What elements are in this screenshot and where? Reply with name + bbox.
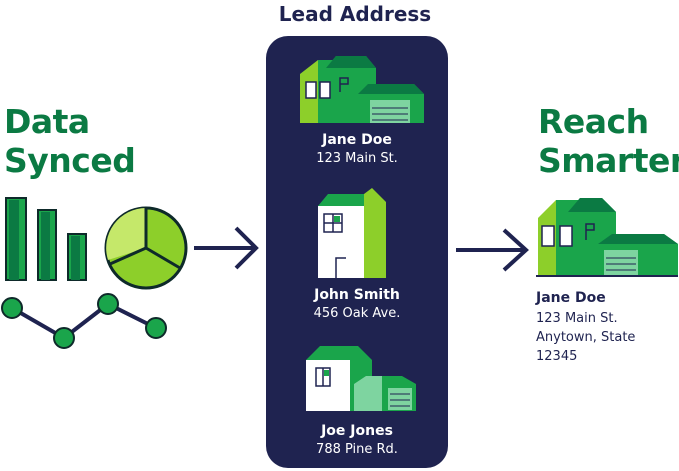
arrow-right-icon (194, 226, 259, 270)
analytics-graphics (1, 197, 259, 349)
card-address: 788 Pine Rd. (316, 442, 398, 457)
pie-chart-icon (104, 206, 188, 290)
recipient-address-line: 12345 (536, 349, 578, 364)
recipient-name: Jane Doe (536, 290, 606, 306)
house-icon (304, 346, 418, 413)
card-name: Joe Jones (321, 423, 393, 439)
line-graph-icon (1, 293, 167, 349)
recipient-address-line: Anytown, State (536, 330, 636, 345)
card-address: 456 Oak Ave. (313, 306, 401, 321)
house-icon (318, 188, 386, 278)
data-synced-title-line1: Data (4, 102, 90, 141)
card-name: Jane Doe (322, 132, 392, 148)
bar-chart-icon (5, 197, 87, 281)
reach-smarter-title-line1: Reach (538, 102, 649, 141)
lead-address-title: Lead Address (278, 2, 432, 26)
house-icon (536, 198, 678, 277)
reach-smarter-title-line2: Smarter (538, 141, 679, 180)
card-name: John Smith (314, 287, 400, 303)
card-address: 123 Main St. (316, 151, 398, 166)
lead-address-panel: Jane Doe 123 Main St. John Smith 456 Oak… (266, 36, 448, 468)
arrow-right-icon (456, 228, 529, 272)
data-synced-title-line2: Synced (4, 141, 136, 180)
house-icon (298, 56, 424, 125)
recipient-address-line: 123 Main St. (536, 311, 618, 326)
